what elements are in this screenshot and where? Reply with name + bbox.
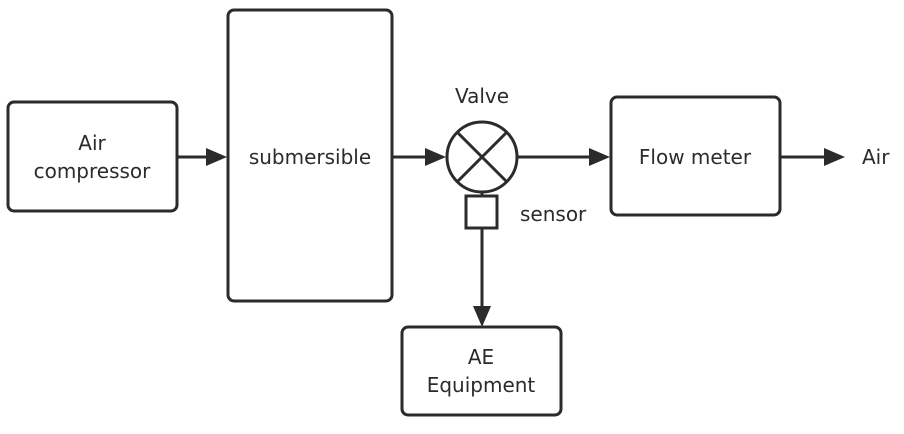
- submersible-label: submersible: [249, 145, 371, 169]
- node-valve: Valve: [445, 84, 519, 194]
- sensor-box: [464, 194, 499, 230]
- air-compressor-label-line1: Air: [78, 131, 106, 155]
- edge-valve-to-flow-meter: [517, 148, 610, 166]
- edge-flow-meter-to-air: [780, 148, 845, 166]
- node-flow-meter: Flow meter: [609, 95, 782, 217]
- node-ae-equipment: AE Equipment: [400, 325, 563, 417]
- arrowhead: [425, 148, 446, 166]
- arrowhead: [206, 148, 227, 166]
- node-air-compressor: Air compressor: [6, 100, 179, 213]
- ae-equipment-label-line2: Equipment: [427, 373, 536, 397]
- arrowhead: [824, 148, 845, 166]
- air-output-label: Air: [862, 145, 890, 169]
- arrowhead: [589, 148, 610, 166]
- node-sensor: sensor: [464, 192, 587, 230]
- node-submersible: submersible: [226, 8, 394, 303]
- ae-equipment-label-line1: AE: [468, 345, 494, 369]
- flow-meter-label: Flow meter: [639, 145, 752, 169]
- arrowhead: [473, 306, 491, 327]
- edge-compressor-to-submersible: [177, 148, 227, 166]
- sensor-label: sensor: [520, 202, 587, 226]
- ae-equipment-box: [400, 325, 563, 417]
- edge-sensor-to-ae-equipment: [473, 228, 491, 327]
- edge-submersible-to-valve: [392, 148, 446, 166]
- valve-cross-line: [455, 130, 509, 184]
- air-compressor-box: [6, 100, 179, 213]
- valve-label: Valve: [455, 84, 509, 108]
- air-compressor-label-line2: compressor: [34, 159, 152, 183]
